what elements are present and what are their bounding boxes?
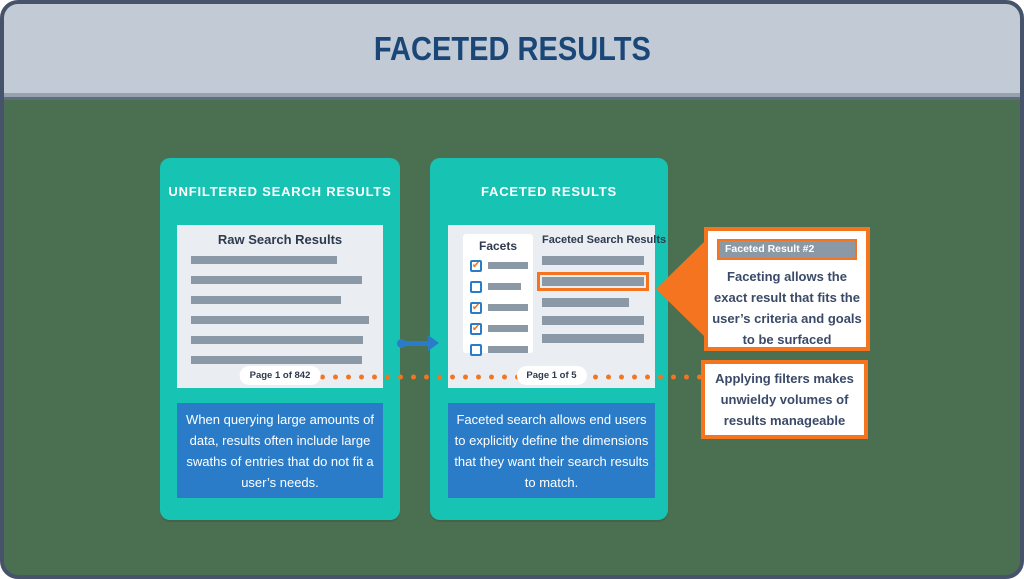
faceted-result-bar — [542, 334, 644, 343]
raw-results-card: Raw Search Results Page 1 of 842 — [177, 225, 383, 388]
faceted-result-bar — [542, 256, 644, 265]
facet-label-bar — [488, 346, 528, 353]
faceted-result-bar — [542, 316, 644, 325]
facet-row: ✔ — [470, 259, 533, 272]
page-badge-unfiltered: Page 1 of 842 — [239, 366, 321, 385]
facets-box: Facets ✔ ✔ ✔ — [463, 234, 533, 356]
faceted-results-column: Faceted Search Results — [537, 234, 667, 343]
header-divider — [4, 97, 1020, 100]
facets-title: Facets — [478, 239, 518, 253]
facet-row: ✔ — [470, 301, 533, 314]
checkbox-unchecked-icon — [470, 280, 482, 293]
result-bar — [191, 356, 362, 364]
facet-rows: ✔ ✔ ✔ — [470, 259, 533, 356]
arrow-shaft — [401, 341, 429, 346]
result-bar — [191, 336, 363, 344]
faceted-panel-title: FACETED RESULTS — [481, 184, 617, 199]
raw-results-title: Raw Search Results — [217, 232, 343, 247]
faceted-caption-text: Faceted search allows end users to expli… — [454, 411, 649, 490]
result-bar — [191, 316, 369, 324]
faceted-result-callout: Faceted Result #2 Faceting allows the ex… — [656, 227, 870, 351]
faceted-result-bar — [542, 298, 629, 307]
checkbox-checked-icon: ✔ — [470, 322, 482, 335]
unfiltered-caption-text: When querying large amounts of data, res… — [186, 411, 374, 490]
unfiltered-caption: When querying large amounts of data, res… — [177, 403, 383, 498]
page-title: FACETED RESULTS — [373, 29, 651, 67]
faceted-result-bars — [537, 256, 649, 343]
faceted-caption: Faceted search allows end users to expli… — [448, 403, 655, 498]
result-bar — [191, 256, 337, 264]
filters-note-callout: Applying filters makes unwieldy volumes … — [701, 360, 868, 439]
header-bar: FACETED RESULTS — [4, 4, 1020, 97]
faceted-results-heading: Faceted Search Results — [542, 234, 667, 246]
raw-result-bars — [191, 256, 383, 364]
checkbox-checked-icon: ✔ — [470, 301, 482, 314]
dotted-connector-line — [316, 374, 702, 380]
facet-row — [470, 280, 533, 293]
unfiltered-panel-title: UNFILTERED SEARCH RESULTS — [168, 184, 392, 199]
faceted-result-bar — [542, 277, 644, 286]
facet-label-bar — [488, 325, 528, 332]
facet-row: ✔ — [470, 322, 533, 335]
unfiltered-results-panel: UNFILTERED SEARCH RESULTS Raw Search Res… — [160, 158, 400, 520]
result-bar — [191, 276, 362, 284]
checkbox-checked-icon: ✔ — [470, 259, 482, 272]
faceted-result-callout-text: Faceting allows the exact result that fi… — [712, 269, 862, 347]
arrow-head-icon — [428, 335, 439, 351]
checkbox-unchecked-icon — [470, 343, 482, 356]
highlighted-result — [537, 272, 649, 291]
page-badge-faceted: Page 1 of 5 — [516, 366, 587, 385]
faceted-results-card: Facets ✔ ✔ ✔ Faceted Search Results Page 1… — [448, 225, 667, 388]
result-bar — [191, 296, 341, 304]
facet-label-bar — [488, 304, 528, 311]
filters-note-text: Applying filters makes unwieldy volumes … — [715, 371, 854, 428]
faceted-results-panel: FACETED RESULTS Facets ✔ ✔ ✔ Faceted Searc… — [430, 158, 668, 520]
faceted-result-label: Faceted Result #2 — [717, 239, 857, 260]
facet-row — [470, 343, 533, 356]
facet-label-bar — [488, 283, 521, 290]
facet-label-bar — [488, 262, 528, 269]
flow-arrow-icon — [397, 335, 439, 351]
